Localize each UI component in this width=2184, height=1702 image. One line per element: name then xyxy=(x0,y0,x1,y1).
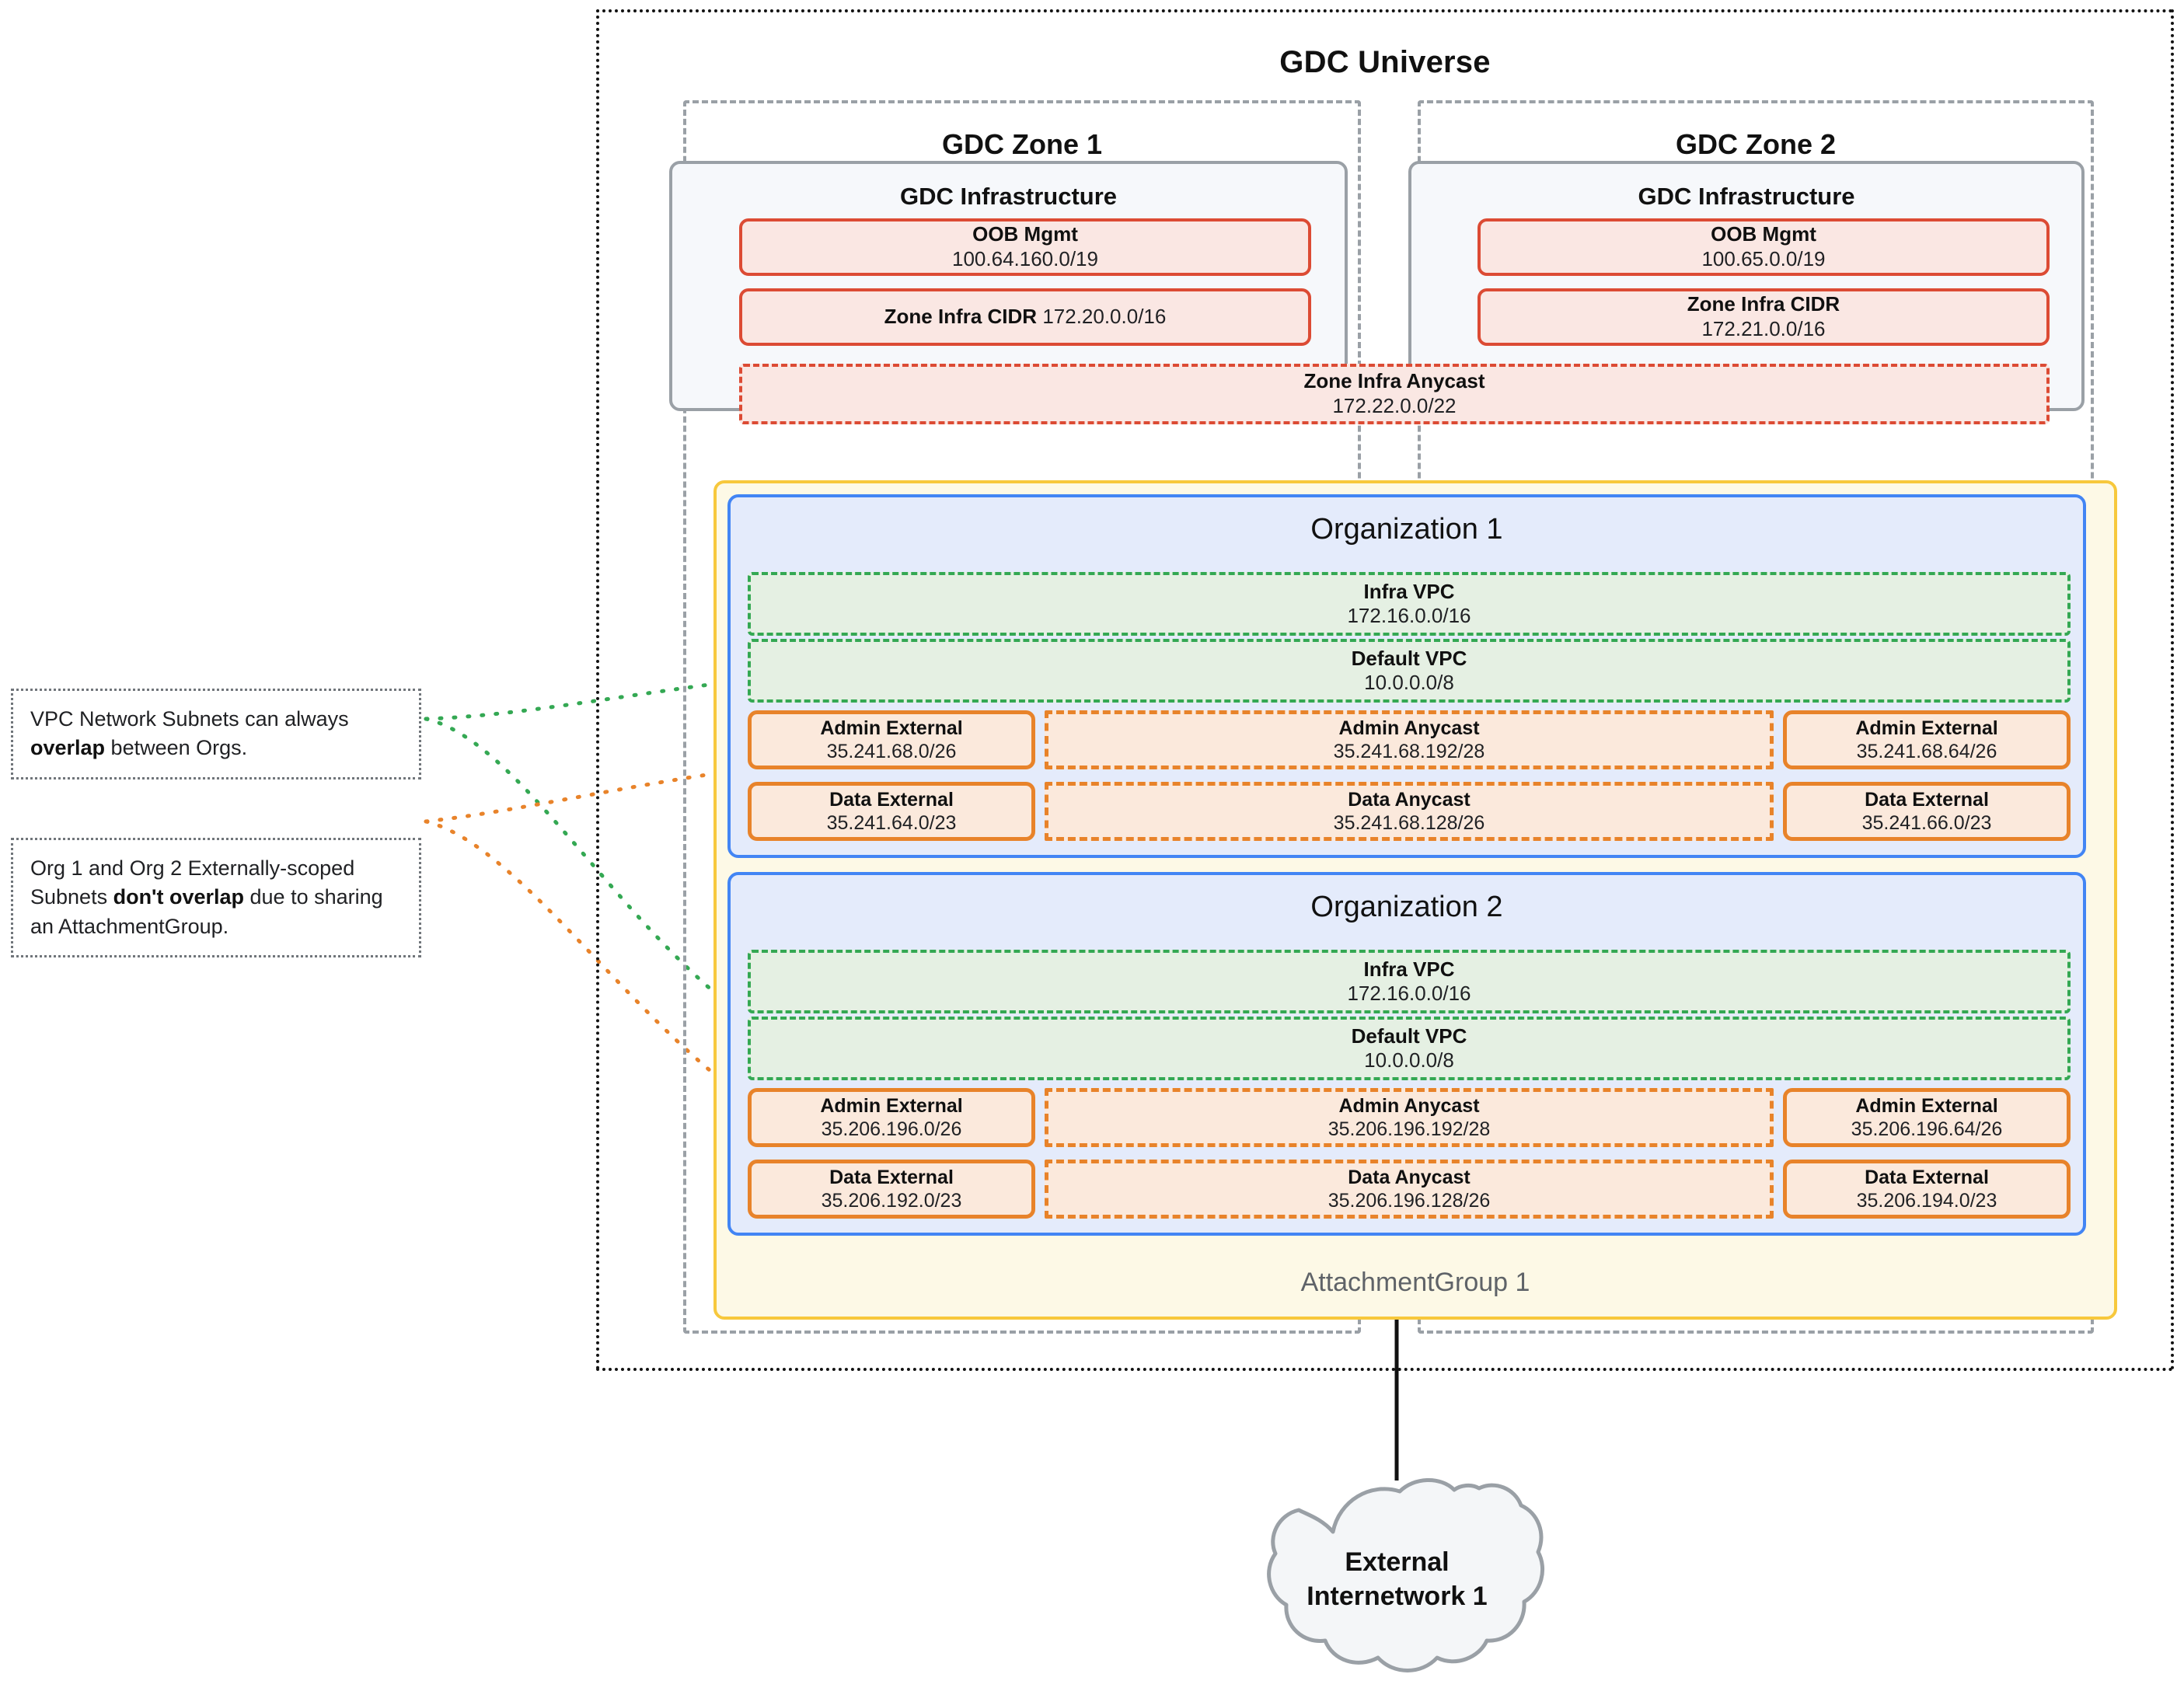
note-external-scope-emphasis: don't overlap xyxy=(113,885,245,909)
org-1-data-anycast: Data Anycast 35.241.68.128/26 xyxy=(1045,782,1774,841)
note-external-scope-prefix: Org 1 and Org 2 Externally-scoped Subnet… xyxy=(30,856,355,909)
org-2-infra-vpc: Infra VPC 172.16.0.0/16 xyxy=(748,950,2071,1013)
zone-infra-anycast-cidr: 172.22.0.0/22 xyxy=(1332,394,1457,417)
note-vpc-overlap-prefix: VPC Network Subnets can always xyxy=(30,707,349,731)
org-1-data-external-left-cidr: 35.241.64.0/23 xyxy=(826,812,957,834)
org-1-default-vpc: Default VPC 10.0.0.0/8 xyxy=(748,639,2071,703)
oob-mgmt-zone-1: OOB Mgmt 100.64.160.0/19 xyxy=(739,218,1311,276)
org-1-admin-external-left: Admin External 35.241.68.0/26 xyxy=(748,710,1035,769)
org-2-data-external-right-name: Data External xyxy=(1865,1167,1989,1188)
cloud-icon xyxy=(1267,1478,1545,1672)
org-2-infra-vpc-name: Infra VPC xyxy=(1363,957,1455,981)
note-vpc-overlap-emphasis: overlap xyxy=(30,736,106,760)
org-1-data-anycast-name: Data Anycast xyxy=(1348,789,1471,811)
org-2-default-vpc-cidr: 10.0.0.0/8 xyxy=(1364,1048,1454,1072)
gdc-infrastructure-zone-1-title: GDC Infrastructure xyxy=(899,183,1118,210)
gdc-zone-2-title: GDC Zone 2 xyxy=(1675,128,1836,160)
org-2-admin-anycast-cidr: 35.206.196.192/28 xyxy=(1327,1118,1491,1140)
org-1-admin-anycast-cidr: 35.241.68.192/28 xyxy=(1333,741,1485,762)
org-1-infra-vpc-cidr: 172.16.0.0/16 xyxy=(1347,604,1471,627)
external-internetwork-cloud: External Internetwork 1 xyxy=(1247,1471,1547,1691)
org-1-admin-external-right-name: Admin External xyxy=(1855,717,1998,739)
org-2-data-external-left-name: Data External xyxy=(829,1167,954,1188)
org-1-admin-external-right-cidr: 35.241.68.64/26 xyxy=(1856,741,1997,762)
org-2-default-vpc: Default VPC 10.0.0.0/8 xyxy=(748,1017,2071,1080)
org-2-admin-external-right: Admin External 35.206.196.64/26 xyxy=(1783,1088,2071,1147)
org-2-data-anycast-name: Data Anycast xyxy=(1348,1167,1471,1188)
org-1-data-external-right-name: Data External xyxy=(1865,789,1989,811)
org-1-infra-vpc-name: Infra VPC xyxy=(1363,579,1455,603)
zone-infra-anycast-name: Zone Infra Anycast xyxy=(1303,369,1485,393)
org-1-data-external-right-cidr: 35.241.66.0/23 xyxy=(1861,812,1992,834)
org-2-data-external-right-cidr: 35.206.194.0/23 xyxy=(1856,1190,1997,1212)
org-2-infra-vpc-cidr: 172.16.0.0/16 xyxy=(1347,982,1471,1005)
org-2-data-external-right: Data External 35.206.194.0/23 xyxy=(1783,1160,2071,1219)
org-1-admin-external-left-name: Admin External xyxy=(820,717,963,739)
organization-2: Organization 2 Infra VPC 172.16.0.0/16 D… xyxy=(727,872,2086,1236)
gdc-universe-title: GDC Universe xyxy=(1279,45,1491,79)
gdc-universe-boundary: GDC Universe GDC Zone 1 GDC Zone 2 xyxy=(596,9,2174,1371)
note-external-scope: Org 1 and Org 2 Externally-scoped Subnet… xyxy=(11,838,421,957)
gdc-zone-1-title: GDC Zone 1 xyxy=(941,128,1102,160)
oob-mgmt-zone-2-name: OOB Mgmt xyxy=(1711,222,1816,246)
zone-infra-cidr-zone-1: Zone Infra CIDR 172.20.0.0/16 xyxy=(739,288,1311,346)
org-2-admin-external-right-name: Admin External xyxy=(1855,1095,1998,1117)
organization-2-title: Organization 2 xyxy=(1310,891,1503,923)
org-1-admin-anycast-name: Admin Anycast xyxy=(1338,717,1480,739)
zone-infra-cidr-zone-1-line: Zone Infra CIDR 172.20.0.0/16 xyxy=(884,305,1167,330)
org-1-data-anycast-cidr: 35.241.68.128/26 xyxy=(1333,812,1485,834)
oob-mgmt-zone-1-cidr: 100.64.160.0/19 xyxy=(952,247,1098,270)
zone-infra-cidr-zone-2-name: Zone Infra CIDR xyxy=(1687,292,1840,316)
attachment-group-1: Organization 1 Infra VPC 172.16.0.0/16 D… xyxy=(713,480,2117,1320)
org-2-admin-external-right-cidr: 35.206.196.64/26 xyxy=(1851,1118,2003,1140)
zone-infra-cidr-zone-2-cidr: 172.21.0.0/16 xyxy=(1701,317,1826,340)
org-1-default-vpc-name: Default VPC xyxy=(1351,646,1467,670)
note-external-scope-suffix: due to sharing an AttachmentGroup. xyxy=(30,885,383,938)
org-2-admin-external-left: Admin External 35.206.196.0/26 xyxy=(748,1088,1035,1147)
org-1-admin-external-left-cidr: 35.241.68.0/26 xyxy=(826,741,957,762)
zone-infra-cidr-zone-2: Zone Infra CIDR 172.21.0.0/16 xyxy=(1478,288,2050,346)
organization-1: Organization 1 Infra VPC 172.16.0.0/16 D… xyxy=(727,494,2086,858)
org-2-admin-anycast: Admin Anycast 35.206.196.192/28 xyxy=(1045,1088,1774,1147)
org-1-admin-external-right: Admin External 35.241.68.64/26 xyxy=(1783,710,2071,769)
oob-mgmt-zone-2-cidr: 100.65.0.0/19 xyxy=(1701,247,1826,270)
org-1-data-external-left: Data External 35.241.64.0/23 xyxy=(748,782,1035,841)
org-1-default-vpc-cidr: 10.0.0.0/8 xyxy=(1364,671,1454,694)
org-2-default-vpc-name: Default VPC xyxy=(1351,1024,1467,1048)
oob-mgmt-zone-1-name: OOB Mgmt xyxy=(972,222,1078,246)
org-1-admin-anycast: Admin Anycast 35.241.68.192/28 xyxy=(1045,710,1774,769)
gdc-infrastructure-zone-2-title: GDC Infrastructure xyxy=(1638,183,1855,210)
oob-mgmt-zone-2: OOB Mgmt 100.65.0.0/19 xyxy=(1478,218,2050,276)
org-1-data-external-left-name: Data External xyxy=(829,789,954,811)
zone-infra-cidr-zone-1-cidr: 172.20.0.0/16 xyxy=(1042,305,1167,329)
org-2-data-anycast-cidr: 35.206.196.128/26 xyxy=(1327,1190,1491,1212)
org-2-admin-external-left-cidr: 35.206.196.0/26 xyxy=(821,1118,962,1140)
org-1-infra-vpc: Infra VPC 172.16.0.0/16 xyxy=(748,572,2071,636)
org-2-data-anycast: Data Anycast 35.206.196.128/26 xyxy=(1045,1160,1774,1219)
org-1-data-external-right: Data External 35.241.66.0/23 xyxy=(1783,782,2071,841)
zone-infra-anycast: Zone Infra Anycast 172.22.0.0/22 xyxy=(739,364,2050,424)
org-2-data-external-left-cidr: 35.206.192.0/23 xyxy=(821,1190,962,1212)
org-2-data-external-left: Data External 35.206.192.0/23 xyxy=(748,1160,1035,1219)
zone-infra-cidr-zone-1-name: Zone Infra CIDR xyxy=(884,305,1038,329)
attachment-group-1-label: AttachmentGroup 1 xyxy=(1300,1268,1530,1297)
org-2-admin-anycast-name: Admin Anycast xyxy=(1338,1095,1480,1117)
note-vpc-overlap-suffix: between Orgs. xyxy=(105,736,248,760)
org-2-admin-external-left-name: Admin External xyxy=(820,1095,963,1117)
note-vpc-overlap: VPC Network Subnets can always overlap b… xyxy=(11,689,421,780)
organization-1-title: Organization 1 xyxy=(1310,513,1503,546)
